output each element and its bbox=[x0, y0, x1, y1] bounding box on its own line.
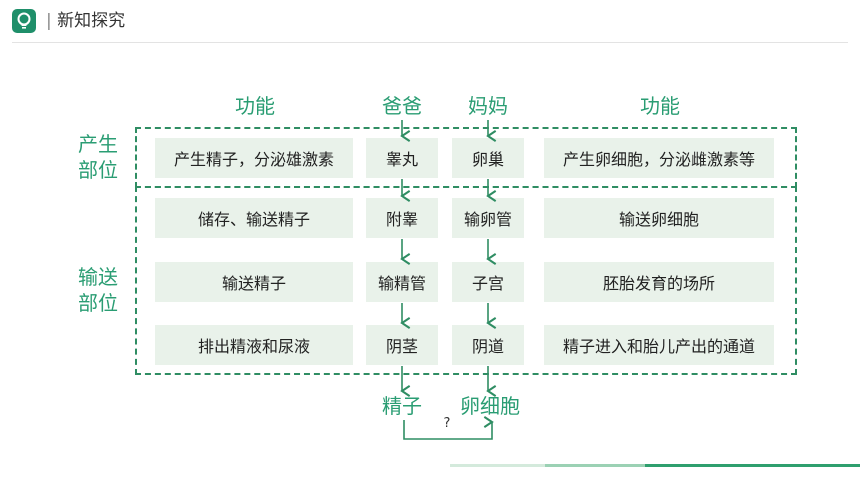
male-function-box: 储存、输送精子 bbox=[155, 198, 353, 238]
transport-section-label: 输送部位 bbox=[70, 264, 126, 316]
male-organ-box: 睾丸 bbox=[366, 138, 438, 178]
production-section-label: 产生部位 bbox=[70, 131, 126, 183]
page-title: | 新知探究 bbox=[46, 11, 126, 31]
female-function-header: 功能 bbox=[640, 94, 680, 118]
female-function-box: 精子进入和胎儿产出的通道 bbox=[544, 325, 774, 365]
mother-header: 妈妈 bbox=[468, 94, 508, 118]
female-organ-box: 输卵管 bbox=[452, 198, 524, 238]
sperm-label: 精子 bbox=[382, 394, 422, 418]
question-mark: ? bbox=[443, 416, 451, 431]
female-organ-box: 子宫 bbox=[452, 262, 524, 302]
male-organ-box: 输精管 bbox=[366, 262, 438, 302]
female-organ-box: 卵巢 bbox=[452, 138, 524, 178]
female-function-box: 胚胎发育的场所 bbox=[544, 262, 774, 302]
egg-cell-label: 卵细胞 bbox=[460, 394, 520, 418]
male-organ-box: 附睾 bbox=[366, 198, 438, 238]
lightbulb-icon bbox=[12, 9, 36, 33]
male-organ-box: 阴茎 bbox=[366, 325, 438, 365]
transport-group-frame bbox=[135, 186, 797, 375]
header-divider bbox=[12, 42, 848, 43]
footer-bar-light bbox=[450, 464, 545, 467]
father-header: 爸爸 bbox=[382, 94, 422, 118]
female-function-box: 输送卵细胞 bbox=[544, 198, 774, 238]
male-function-box: 产生精子，分泌雄激素 bbox=[155, 138, 353, 178]
female-organ-box: 阴道 bbox=[452, 325, 524, 365]
footer-bar-dark bbox=[645, 464, 860, 467]
male-function-box: 输送精子 bbox=[155, 262, 353, 302]
male-function-header: 功能 bbox=[235, 94, 275, 118]
transport-section-text: 输送部位 bbox=[78, 265, 118, 315]
fertilization-connector bbox=[403, 416, 494, 440]
female-function-box: 产生卵细胞，分泌雌激素等 bbox=[544, 138, 774, 178]
production-section-text: 产生部位 bbox=[78, 132, 118, 182]
male-function-box: 排出精液和尿液 bbox=[155, 325, 353, 365]
footer-bar-mid bbox=[545, 464, 645, 467]
